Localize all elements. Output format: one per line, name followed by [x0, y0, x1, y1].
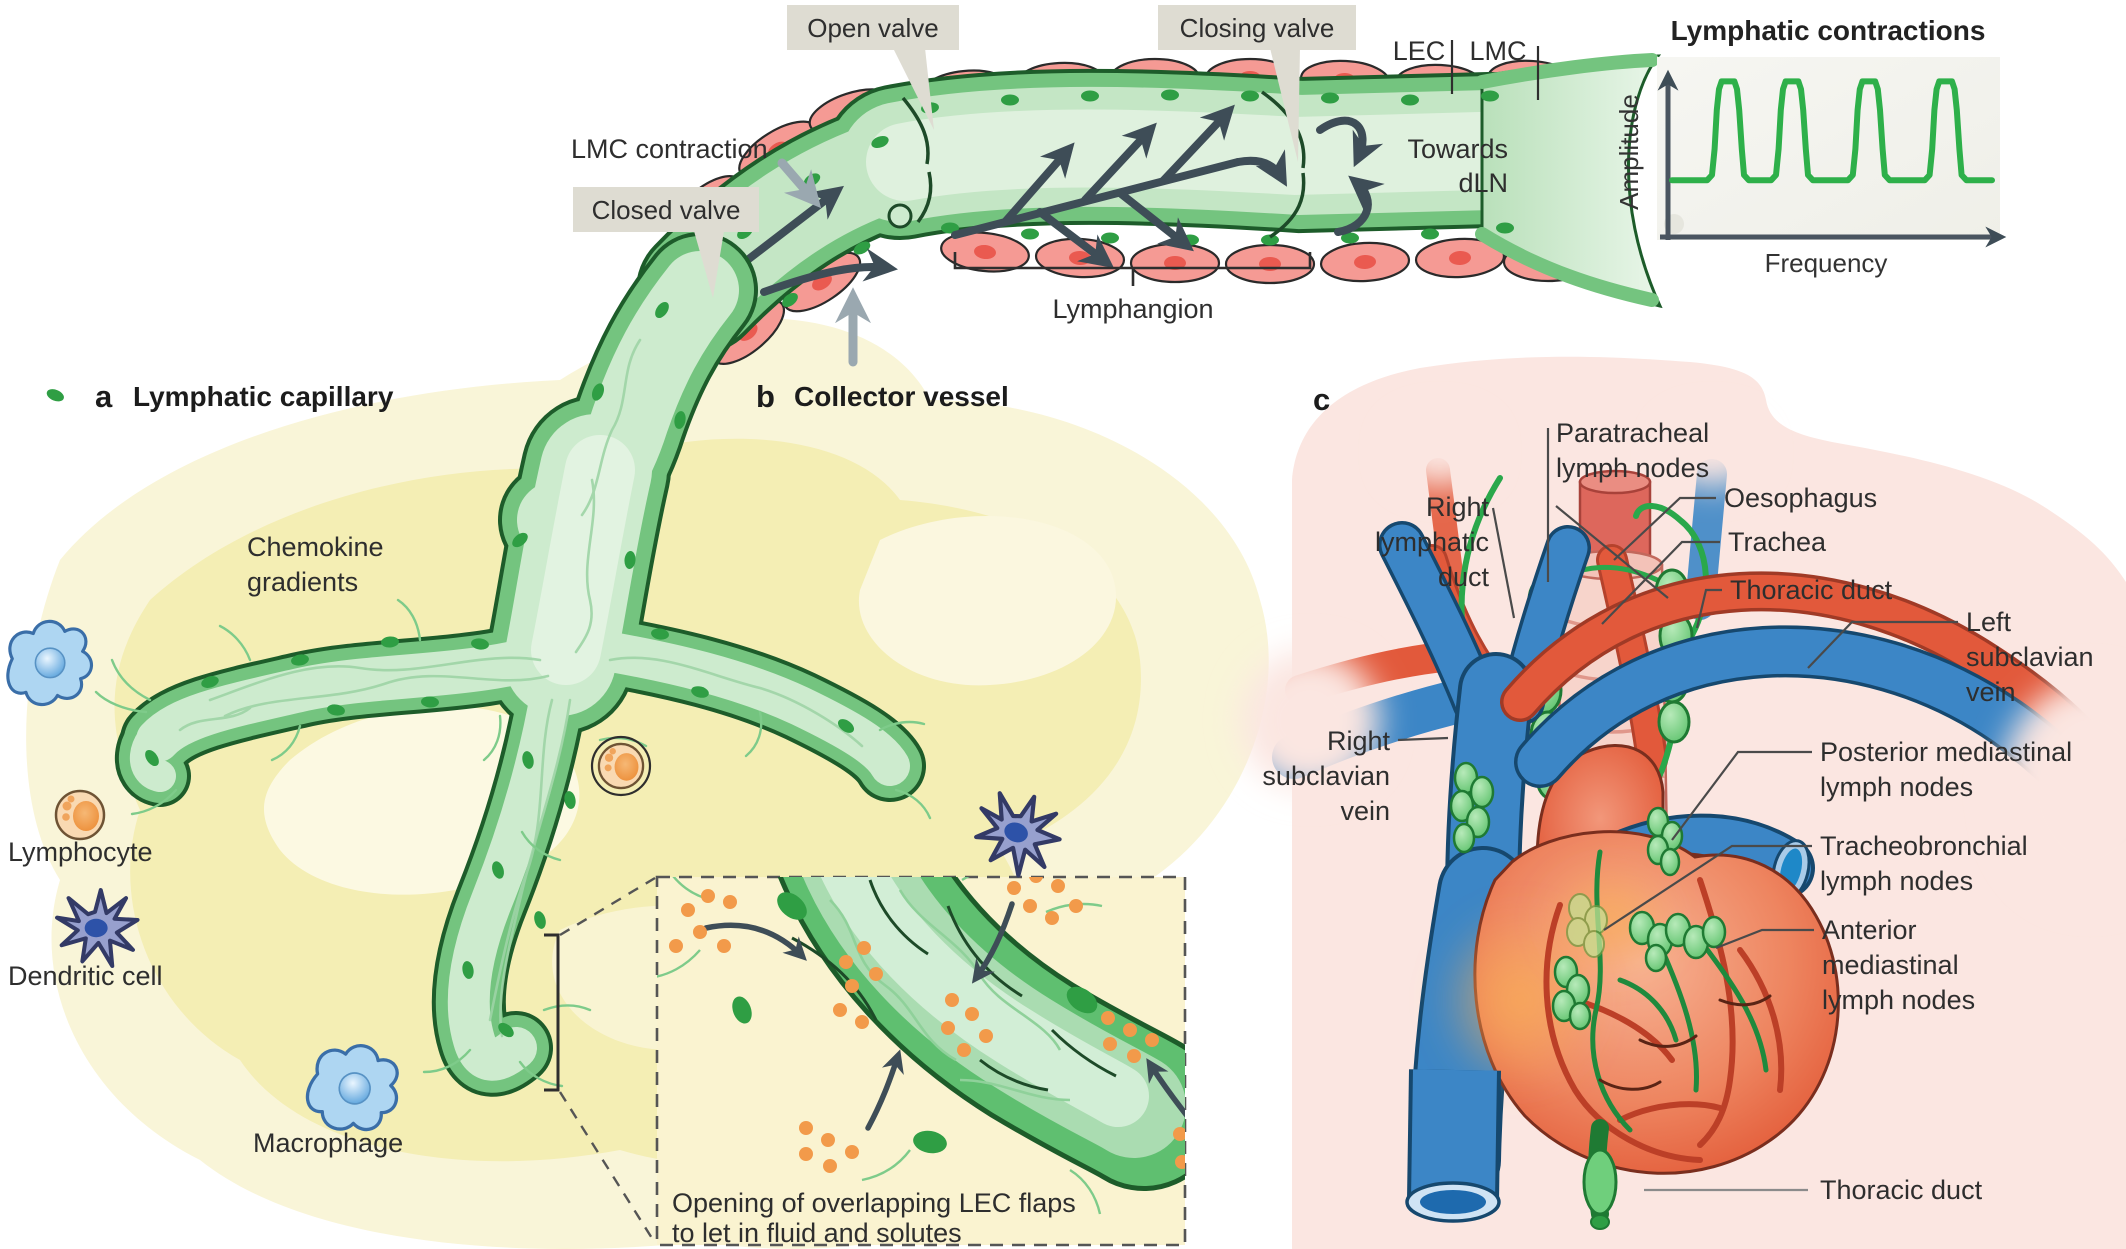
lymphocyte-cell-2: [590, 735, 652, 797]
immune-cells: [6, 619, 1070, 1144]
chart-title: Lymphatic contractions: [1671, 15, 1986, 46]
anchoring-filaments: [94, 598, 932, 1088]
right-subclavian-node-cluster: [1449, 761, 1495, 854]
magnification-callout: [544, 876, 657, 1244]
posterior-mediastinal-line2: lymph nodes: [1820, 772, 1973, 802]
collector-funnel: [1475, 53, 1663, 309]
left-heart-node-cluster: [1551, 955, 1592, 1031]
zoom-bracket: [544, 933, 560, 1092]
paratracheal-label-line2: lymph nodes: [1556, 453, 1709, 483]
macrophage-cell-1: [6, 619, 94, 707]
tracheobronchial-line2: lymph nodes: [1820, 866, 1973, 896]
lymphocyte-label: Lymphocyte: [8, 837, 153, 867]
contraction-arrows: [777, 158, 871, 367]
dendritic-cell-label: Dendritic cell: [8, 961, 163, 991]
lmc-contraction-label: LMC contraction: [571, 134, 768, 164]
panel-b-letter: b: [756, 379, 775, 414]
right-subclavian-line2: subclavian: [1262, 761, 1390, 791]
panel-c-leader-lines: [1397, 428, 1958, 1192]
right-subclavian-line3: vein: [1340, 796, 1390, 826]
inset-lec-flaps: Opening of overlapping LEC flaps to let …: [655, 875, 1187, 1248]
thoracic-duct-upper-label: Thoracic duct: [1730, 575, 1893, 605]
solute-dots: [669, 877, 1185, 1173]
paratracheal-label-line1: Paratracheal: [1556, 418, 1709, 448]
panel-c-anatomy: [1240, 418, 2126, 1230]
panel-a-letter: a: [95, 379, 113, 414]
closing-valve-label: Closing valve: [1180, 13, 1335, 43]
fluid-entry-arrows: [703, 901, 1185, 1131]
panel-a-title: Lymphatic capillary: [133, 381, 394, 412]
towards-dln-line2: dLN: [1458, 168, 1508, 198]
lymphatic-capillary: [46, 232, 932, 1097]
right-lymphatic-duct-line2: lymphatic: [1375, 527, 1489, 557]
lec-flap-lines: [791, 879, 1117, 1092]
inset-caption-line1: Opening of overlapping LEC flaps: [672, 1188, 1076, 1218]
closing-valve-label-box: [1158, 5, 1356, 50]
lymphatic-contractions-chart: Lymphatic contractions Amplitude Frequen…: [1614, 15, 2007, 278]
anterior-mediastinal-line1: Anterior: [1822, 915, 1917, 945]
posterior-mediastinal-line1: Posterior mediastinal: [1820, 737, 2072, 767]
closed-valve-label: Closed valve: [592, 195, 741, 225]
towards-dln-line1: Towards: [1407, 134, 1508, 164]
lec-label: LEC: [1393, 36, 1446, 66]
anterior-mediastinal-node-cluster: [1628, 910, 1727, 973]
chemokine-gradients-line2: gradients: [247, 567, 358, 597]
chemokine-gradients-line1: Chemokine: [247, 532, 384, 562]
open-valve-label: Open valve: [807, 13, 939, 43]
lmc-label: LMC: [1469, 36, 1526, 66]
capillary-nuclei: [46, 301, 855, 1038]
panel-b-title: Collector vessel: [794, 381, 1009, 412]
macrophage-label: Macrophage: [253, 1128, 403, 1158]
lymphangion-bracket: [953, 252, 1312, 286]
inferior-vena-cava-tube: [1405, 1069, 1501, 1223]
panel-c-letter: c: [1313, 382, 1330, 417]
capillary-squiggles: [178, 338, 864, 1038]
contractions-wave: [1669, 78, 1995, 184]
tracheobronchial-node-cluster: [1566, 893, 1608, 958]
oesophagus-label: Oesophagus: [1724, 483, 1877, 513]
right-lymphatic-duct-line1: Right: [1426, 492, 1490, 522]
chart-ylabel: Amplitude: [1614, 94, 1644, 210]
right-subclavian-line1: Right: [1327, 726, 1391, 756]
left-subclavian-line3: vein: [1966, 677, 2016, 707]
trachea-label: Trachea: [1728, 527, 1827, 557]
anterior-mediastinal-line3: lymph nodes: [1822, 985, 1975, 1015]
anterior-mediastinal-line2: mediastinal: [1822, 950, 1959, 980]
lymphocyte-cell-1: [54, 789, 106, 841]
closed-valve-label-box: [573, 187, 759, 232]
chart-xlabel: Frequency: [1765, 248, 1888, 278]
right-lymphatic-duct-line3: duct: [1438, 562, 1490, 592]
tracheobronchial-line1: Tracheobronchial: [1820, 831, 2028, 861]
panel-a-labels: a Lymphatic capillary Chemokine gradient…: [8, 379, 403, 1158]
panel-c-labels: c Paratracheal lymph nodes Right lymphat…: [1262, 382, 2093, 1205]
valve-button: [887, 203, 913, 229]
thoracic-duct-lower-label: Thoracic duct: [1820, 1175, 1983, 1205]
chart-plot-area: [1657, 57, 2000, 240]
gray-arrow-down-icon: [777, 158, 822, 209]
inset-lec-nuclei: [732, 892, 1098, 1154]
thoracic-duct-bulb: [1582, 1119, 1618, 1230]
lymphangion-label: Lymphangion: [1052, 294, 1213, 324]
vessel-twigs: [1598, 994, 1772, 1091]
aortic-arch: [1500, 571, 2126, 900]
panel-b-labels: Open valve Closing valve Closed valve LM…: [571, 5, 1540, 414]
left-subclavian-line1: Left: [1966, 607, 2012, 637]
posterior-mediastinal-node-cluster: [1646, 806, 1684, 877]
inset-caption-line2: to let in fluid and solutes: [672, 1218, 962, 1248]
chart-axes: [1657, 69, 2007, 248]
open-valve-label-box: [787, 5, 959, 50]
left-subclavian-line2: subclavian: [1966, 642, 2094, 672]
